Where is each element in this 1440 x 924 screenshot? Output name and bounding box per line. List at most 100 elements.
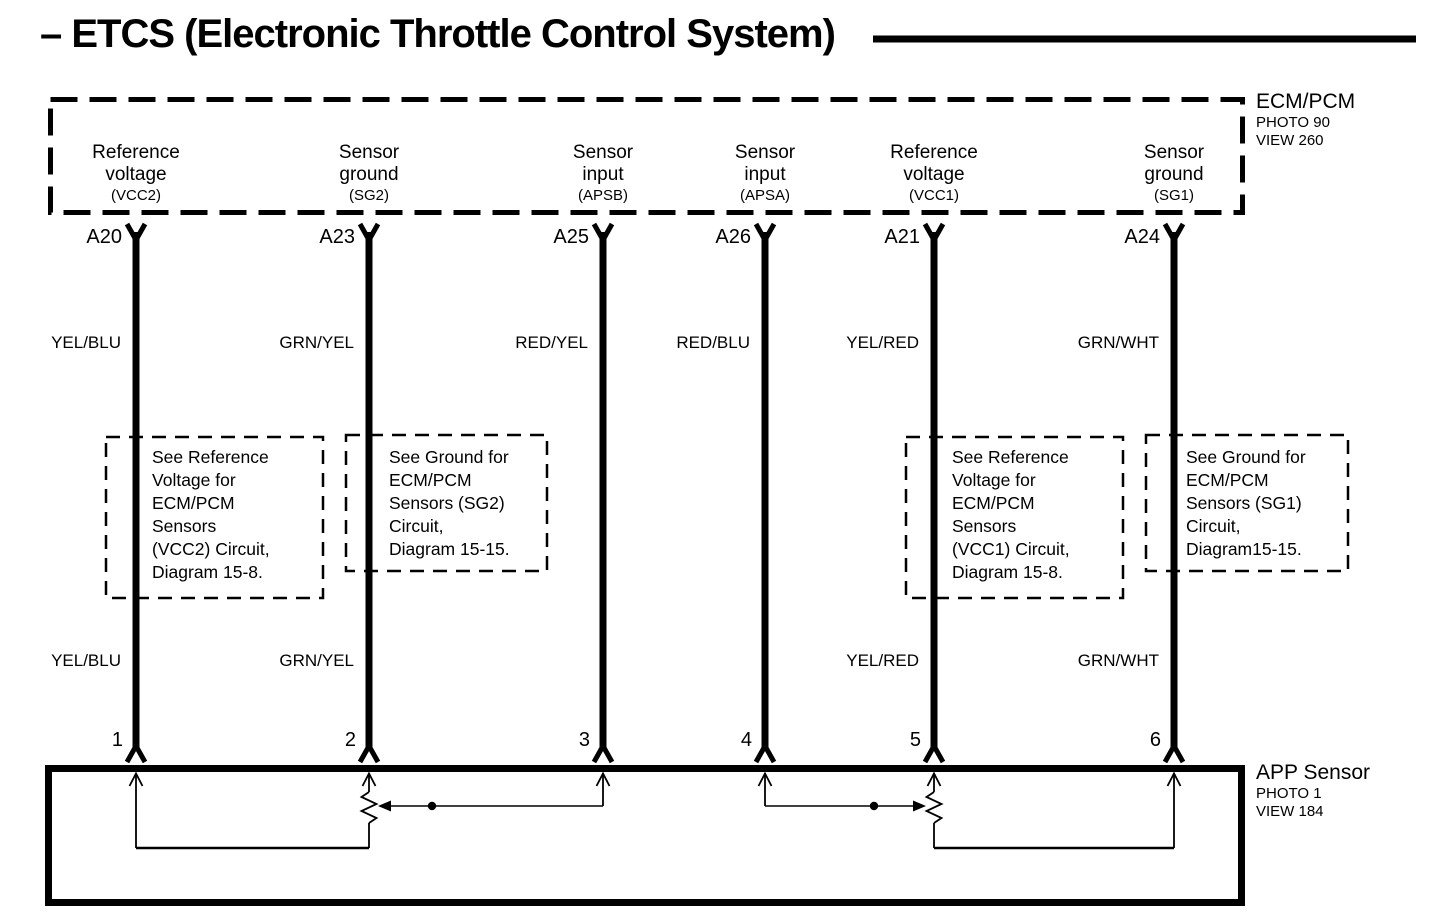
app-pin-2: 2 [344, 729, 356, 751]
app-sensor-photo: PHOTO 1 [1256, 785, 1322, 802]
wire-color-bottom-5: YEL/RED [846, 651, 919, 670]
note-line: Sensors (SG1) [1186, 493, 1302, 513]
page-title: – ETCS (Electronic Throttle Control Syst… [40, 12, 836, 56]
wire-color-top-5: YEL/RED [846, 333, 919, 352]
fn-line: Reference [92, 142, 180, 163]
note-box-vcc1-outline [904, 435, 1125, 600]
note-line: ECM/PCM [152, 493, 235, 513]
note-line: See Ground for [389, 447, 509, 467]
terminal-fork-icon [357, 222, 381, 242]
fn-label-apsa: Sensor input (APSA) [680, 142, 850, 204]
note-line: ECM/PCM [1186, 470, 1269, 490]
fn-line: voltage [105, 164, 167, 185]
app-sensor-label-block: APP Sensor PHOTO 1 VIEW 184 [1256, 761, 1370, 820]
fn-line: ground [1144, 164, 1204, 185]
note-sg1: See Ground for ECM/PCM Sensors (SG1) Cir… [1186, 446, 1306, 561]
note-vcc1: See Reference Voltage for ECM/PCM Sensor… [952, 446, 1070, 584]
app-pin-6: 6 [1149, 729, 1161, 751]
note-line: Diagram 15-15. [389, 539, 510, 559]
pin-arrow-icon [926, 771, 942, 787]
note-line: Circuit, [389, 516, 444, 536]
pin-a21: A21 [884, 226, 920, 248]
pin-a23: A23 [319, 226, 355, 248]
terminal-fork-icon [357, 744, 381, 764]
terminal-fork-icon [124, 744, 148, 764]
note-line: Voltage for [152, 470, 236, 490]
fn-code: (VCC2) [110, 187, 161, 204]
terminal-fork-icon [1162, 744, 1186, 764]
note-line: Sensors [152, 516, 217, 536]
terminal-fork-icon [591, 222, 615, 242]
pin-a24: A24 [1124, 226, 1160, 248]
junction-dot [427, 801, 437, 811]
ecm-pcm-box-outline [48, 97, 1245, 215]
fn-code: (VCC1) [908, 187, 959, 204]
note-line: Voltage for [952, 470, 1036, 490]
wire-color-top-4: RED/BLU [676, 333, 750, 352]
note-line: Sensors [952, 516, 1017, 536]
fn-label-sg2: Sensor ground (SG2) [284, 142, 454, 204]
fn-line: Sensor [734, 142, 796, 163]
app-sensor-view: VIEW 184 [1256, 802, 1324, 820]
fn-label-vcc1: Reference voltage (VCC1) [849, 142, 1019, 204]
fn-line: ground [339, 164, 399, 185]
app-pin-3: 3 [578, 729, 590, 751]
app-sensor-circuit [128, 771, 1182, 850]
fn-line: Reference [890, 142, 978, 163]
note-box-sg2-outline [344, 433, 549, 573]
note-box-vcc2-outline [104, 435, 325, 600]
wire-color-bottom-1: YEL/BLU [51, 651, 121, 670]
wire-color-top-1: YEL/BLU [51, 333, 121, 352]
wiper-arrow-icon [378, 800, 391, 812]
note-line: See Reference [152, 447, 269, 467]
note-line: Circuit, [1186, 516, 1241, 536]
note-line: See Reference [952, 447, 1069, 467]
note-line: Sensors (SG2) [389, 493, 505, 513]
note-vcc2: See Reference Voltage for ECM/PCM Sensor… [152, 446, 270, 584]
pin-a26: A26 [715, 226, 751, 248]
fn-line: voltage [903, 164, 965, 185]
terminal-fork-icon [753, 222, 777, 242]
junction-dot [869, 801, 879, 811]
resistor-icon [924, 791, 944, 824]
pin-arrow-icon [128, 771, 144, 787]
fn-line: input [744, 164, 786, 185]
terminal-fork-icon [591, 744, 615, 764]
pin-a25: A25 [553, 226, 589, 248]
ecm-pcm-photo: PHOTO 90 [1256, 114, 1330, 131]
fn-line: input [582, 164, 624, 185]
wire-color-bottom-2: GRN/YEL [279, 651, 354, 670]
app-sensor-box-outline [45, 765, 1245, 906]
note-box-sg1-outline [1144, 433, 1350, 573]
terminal-fork-icon [922, 222, 946, 242]
note-sg2: See Ground for ECM/PCM Sensors (SG2) Cir… [389, 446, 510, 561]
fn-code: (SG2) [348, 187, 389, 204]
app-pin-1: 1 [111, 729, 123, 751]
fn-code: (SG1) [1153, 187, 1194, 204]
terminal-fork-icon [1162, 222, 1186, 242]
fn-code: (APSB) [577, 187, 628, 204]
fn-code: (APSA) [739, 187, 790, 204]
fn-label-apsb: Sensor input (APSB) [518, 142, 688, 204]
app-pin-4: 4 [740, 729, 752, 751]
wire-color-top-6: GRN/WHT [1077, 333, 1159, 352]
pin-arrow-icon [757, 771, 773, 787]
pin-a20: A20 [86, 226, 122, 248]
fn-line: Sensor [572, 142, 634, 163]
bottom-terminal-icons [124, 744, 1186, 764]
note-line: (VCC1) Circuit, [952, 539, 1070, 559]
ecm-pcm-name: ECM/PCM [1256, 90, 1356, 113]
wire-color-bottom-6: GRN/WHT [1077, 651, 1159, 670]
wire-color-top-2: GRN/YEL [279, 333, 354, 352]
pin-arrow-icon [1166, 771, 1182, 787]
fn-label-vcc2: Reference voltage (VCC2) [51, 142, 221, 204]
fn-line: Sensor [338, 142, 400, 163]
note-line: Diagram 15-8. [152, 562, 263, 582]
note-box-outlines [104, 433, 1350, 600]
fn-label-sg1: Sensor ground (SG1) [1089, 142, 1259, 204]
pin-arrow-icon [595, 771, 611, 787]
app-pin-5: 5 [909, 729, 921, 751]
terminal-fork-icon [124, 222, 148, 242]
